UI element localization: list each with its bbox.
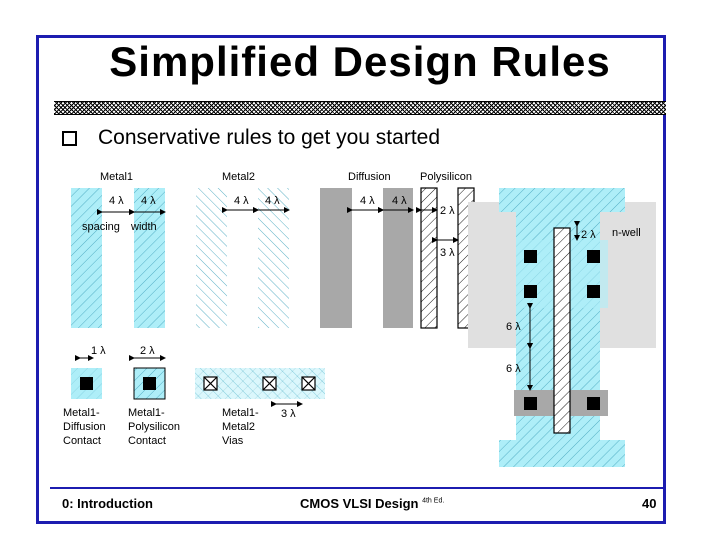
metal2-group: Metal2 4 λ 4 λ bbox=[196, 171, 290, 328]
metal2-spacing-rule: 4 λ bbox=[234, 195, 249, 207]
metal1-bottom-t bbox=[499, 415, 625, 467]
bullet-square-icon bbox=[62, 131, 77, 146]
contacts-group: 1 λ 2 λ 3 λ Metal1- Diffusion Contact Me… bbox=[63, 345, 325, 447]
diffusion-width-rule: 4 λ bbox=[392, 195, 407, 207]
metal2-strip-left bbox=[196, 188, 227, 328]
via-label-3: Vias bbox=[222, 435, 244, 447]
metal1-spacing-label: spacing bbox=[82, 221, 120, 233]
polysilicon-spacing-rule: 3 λ bbox=[440, 247, 455, 259]
footer-course: CMOS VLSI Design 4th Ed. bbox=[300, 496, 444, 511]
diffusion-contact-label-3: Contact bbox=[63, 435, 101, 447]
metal1-width-label: width bbox=[130, 221, 157, 233]
poly-contact-label-2: Polysilicon bbox=[128, 421, 180, 433]
polysilicon-group: Polysilicon 2 λ 3 λ bbox=[416, 171, 475, 329]
polysilicon-width-rule: 2 λ bbox=[440, 205, 455, 217]
metal1-spacing-rule: 4 λ bbox=[109, 195, 124, 207]
poly-contact-rule: 2 λ bbox=[140, 345, 155, 357]
metal1-strip-left bbox=[71, 188, 102, 328]
metal1-group: Metal1 4 λ 4 λ spacing width bbox=[71, 171, 166, 328]
diffusion-strip-left bbox=[320, 188, 352, 328]
metal2-width-rule: 4 λ bbox=[265, 195, 280, 207]
diffusion-label: Diffusion bbox=[348, 171, 391, 183]
via-label-2: Metal2 bbox=[222, 421, 255, 433]
title-underline-bar bbox=[54, 101, 666, 115]
metal2-label: Metal2 bbox=[222, 171, 255, 183]
footer-chapter: 0: Introduction bbox=[62, 496, 153, 511]
diffusion-strip-right bbox=[383, 188, 413, 328]
n-well-label: n-well bbox=[612, 227, 641, 239]
gate-poly bbox=[553, 227, 571, 434]
diffusion-contact-label-1: Metal1- bbox=[63, 407, 100, 419]
poly-contact-cut bbox=[143, 377, 156, 390]
polysilicon-strip-left bbox=[420, 187, 438, 329]
poly-contact-label-3: Contact bbox=[128, 435, 166, 447]
n-well-rule: 2 λ bbox=[581, 229, 596, 241]
poly-contact-label-1: Metal1- bbox=[128, 407, 165, 419]
footer-course-name: CMOS VLSI Design bbox=[300, 496, 419, 511]
footer-edition: 4th Ed. bbox=[422, 497, 445, 505]
metal1-label: Metal1 bbox=[100, 171, 133, 183]
diffusion-contact-rule: 1 λ bbox=[91, 345, 106, 357]
metal1-width-rule: 4 λ bbox=[141, 195, 156, 207]
footer-bar bbox=[50, 487, 666, 524]
transistor-contact-cuts bbox=[524, 250, 600, 410]
diffusion-spacing-rule: 4 λ bbox=[360, 195, 375, 207]
slide-title: Simplified Design Rules bbox=[109, 38, 611, 85]
polysilicon-label: Polysilicon bbox=[420, 171, 472, 183]
gap2-rule: 6 λ bbox=[506, 363, 521, 375]
diffusion-contact-cut bbox=[80, 377, 93, 390]
via-x-icons bbox=[203, 376, 316, 391]
bullet-text: Conservative rules to get you started bbox=[98, 126, 441, 149]
transistor-layout: n-well 2 λ 6 λ 6 λ bbox=[468, 188, 656, 467]
metal2-strip-right bbox=[258, 188, 289, 328]
diffusion-group: Diffusion 4 λ 4 λ bbox=[320, 171, 414, 328]
metal1-strip-right bbox=[134, 188, 165, 328]
footer-page-number: 40 bbox=[642, 496, 657, 511]
gap1-rule: 6 λ bbox=[506, 321, 521, 333]
diffusion-contact-label-2: Diffusion bbox=[63, 421, 106, 433]
via-spacing-rule: 3 λ bbox=[281, 408, 296, 420]
via-label-1: Metal1- bbox=[222, 407, 259, 419]
